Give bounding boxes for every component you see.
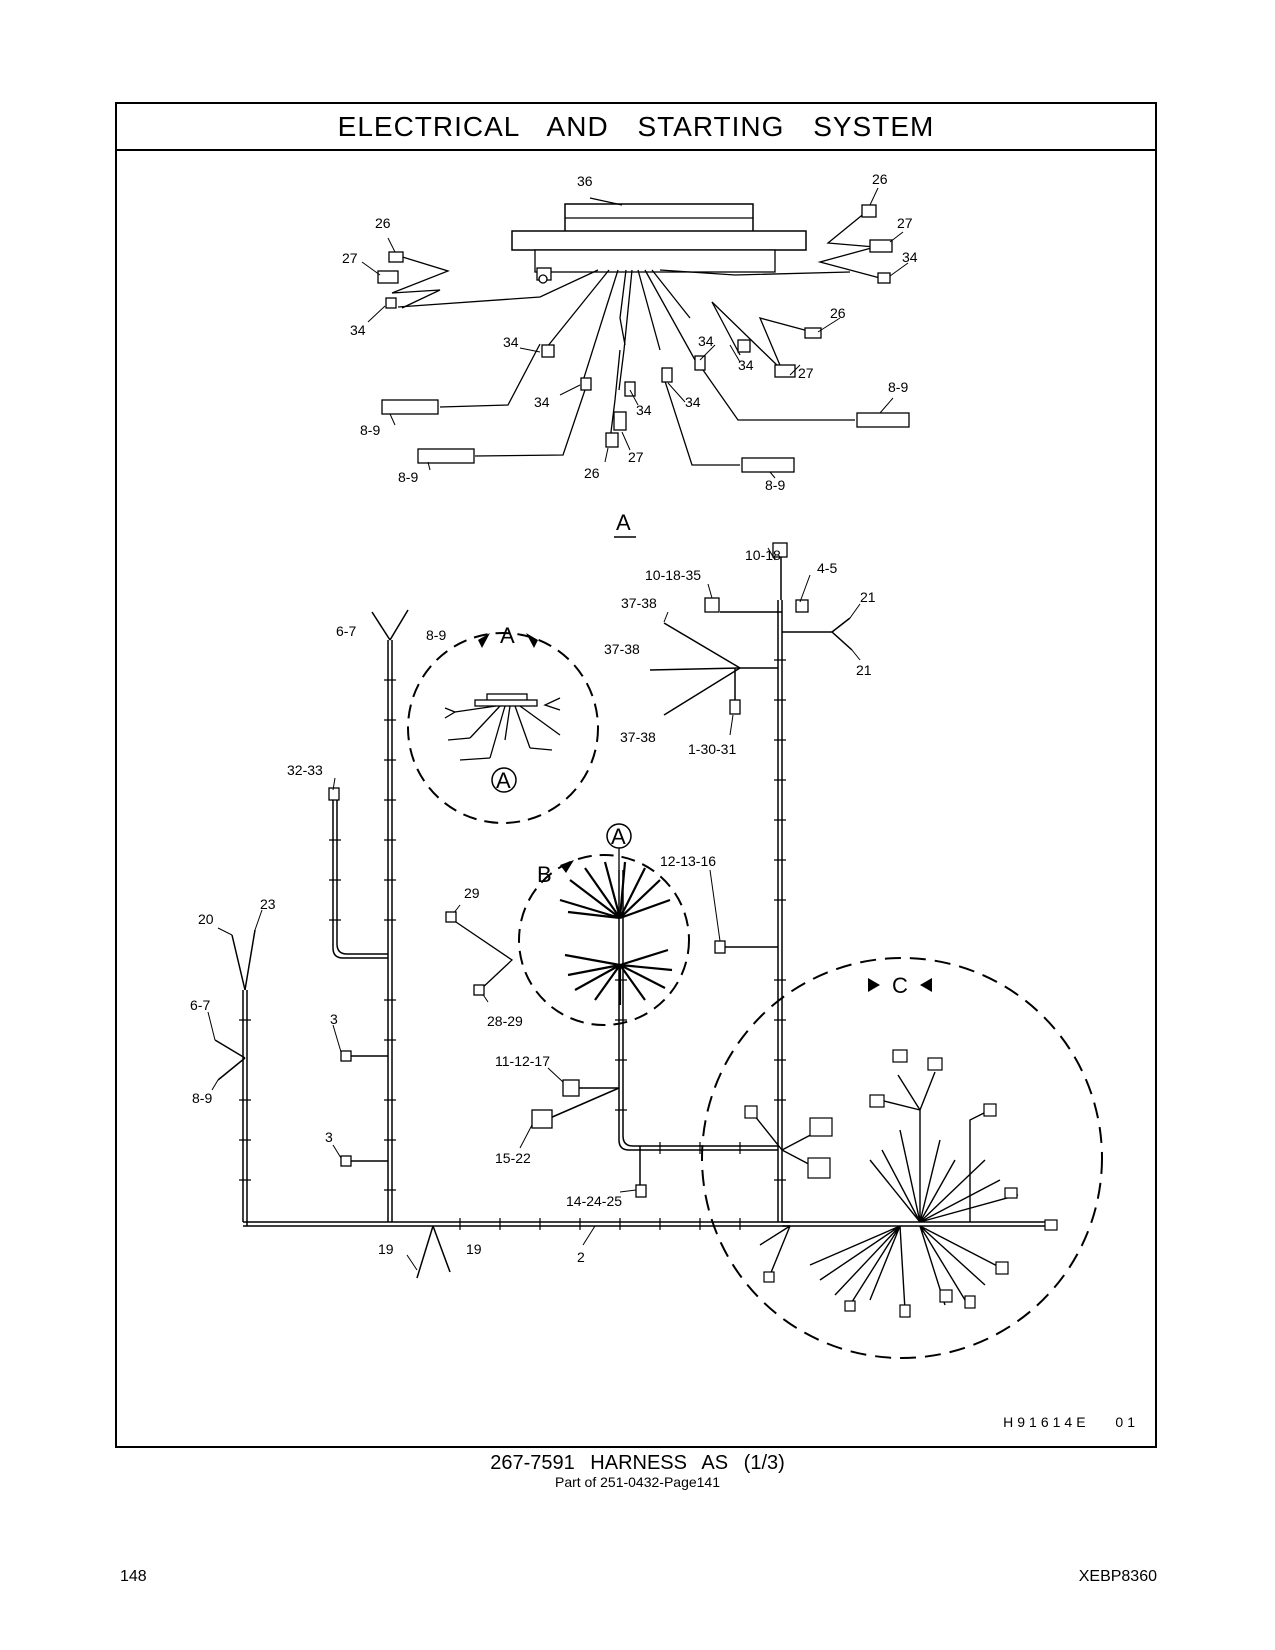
detail-c-circle: C (701, 957, 1103, 1359)
view-a-label: A (614, 510, 636, 538)
callout-28-29: 28-29 (487, 1013, 523, 1029)
callout-34-left: 34 (350, 322, 366, 338)
ecm-harness-wires (377, 204, 910, 473)
callout-10-18: 10-18 (745, 547, 781, 563)
callout-8-9-b: 8-9 (398, 469, 418, 485)
page-title: ELECTRICAL AND STARTING SYSTEM (337, 110, 935, 142)
callout-37-38-b: 37-38 (604, 641, 640, 657)
callout-15-22: 15-22 (495, 1150, 531, 1166)
caption-subtitle: Part of 251-0432-Page141 (554, 1474, 720, 1490)
callout-34-d: 34 (685, 394, 701, 410)
callout-27-right: 27 (897, 215, 913, 231)
callout-34-right: 34 (902, 249, 918, 265)
title-bar: ELECTRICAL AND STARTING SYSTEM (117, 104, 1155, 151)
callout-4-5: 4-5 (817, 560, 837, 576)
callout-8-9-c: 8-9 (765, 477, 785, 493)
callout-34-f: 34 (738, 357, 754, 373)
main-callouts: 10-18 10-18-35 4-5 21 21 37-38 37-38 37-… (190, 547, 876, 1265)
top-leaders (361, 187, 909, 479)
figure-caption: 267-7591 HARNESS AS (1/3) Part of 251-04… (0, 1452, 1275, 1490)
callout-2: 2 (577, 1249, 585, 1265)
detail-c-connectors (744, 1049, 1058, 1318)
callout-26-right: 26 (872, 171, 888, 187)
callout-34-c: 34 (636, 402, 652, 418)
page-number: 148 (120, 1568, 147, 1585)
detail-b-label: B (537, 862, 552, 887)
callout-8-9-b: 8-9 (192, 1090, 212, 1106)
callout-36: 36 (577, 173, 593, 189)
callout-6-7-b: 6-7 (190, 997, 210, 1013)
callout-34-b: 34 (534, 394, 550, 410)
top-callouts: 36 26 27 34 26 27 34 34 34 34 34 34 34 2… (342, 171, 918, 493)
detail-b-ref: A (611, 824, 626, 849)
callout-34-e: 34 (698, 333, 714, 349)
callout-37-38-c: 37-38 (620, 729, 656, 745)
callout-3-a: 3 (330, 1011, 338, 1027)
callout-27-mid-right: 27 (798, 365, 814, 381)
view-a-title: A (616, 510, 631, 535)
callout-27-mid: 27 (628, 449, 644, 465)
callout-20: 20 (198, 911, 214, 927)
lead-29 (445, 911, 514, 996)
callout-8-9-d: 8-9 (888, 379, 908, 395)
detail-a-circle: A A (407, 623, 599, 824)
callout-21-b: 21 (856, 662, 872, 678)
callout-19-b: 19 (466, 1241, 482, 1257)
callout-11-12-17: 11-12-17 (495, 1053, 550, 1069)
detail-c-label: C (892, 973, 908, 998)
detail-b-circle: A B (518, 823, 690, 1026)
drawing-id: H91614E 01 (1003, 1414, 1139, 1430)
callout-14-24-25: 14-24-25 (566, 1193, 622, 1209)
callout-10-18-35: 10-18-35 (645, 567, 701, 583)
callout-23: 23 (260, 896, 276, 912)
document-code: XEBP8360 (1078, 1568, 1157, 1585)
detail-a-label: A (500, 623, 515, 648)
callout-3-b: 3 (325, 1129, 333, 1145)
callout-8-9-a: 8-9 (426, 627, 446, 643)
callout-32-33: 32-33 (287, 762, 323, 778)
caption-title: 267-7591 HARNESS AS (1/3) (490, 1452, 785, 1474)
callout-26-mid: 26 (584, 465, 600, 481)
callout-27-left: 27 (342, 250, 358, 266)
callout-19-a: 19 (378, 1241, 394, 1257)
main-harness-trunk (214, 555, 853, 1279)
callout-26-left: 26 (375, 215, 391, 231)
callout-6-7-a: 6-7 (336, 623, 356, 639)
callout-1-30-31: 1-30-31 (688, 741, 736, 757)
main-leaders (207, 547, 861, 1271)
ecm-assembly (511, 197, 807, 284)
callout-8-9-a: 8-9 (360, 422, 380, 438)
callout-29: 29 (464, 885, 480, 901)
main-connectors (328, 542, 809, 1198)
callout-37-38-a: 37-38 (621, 595, 657, 611)
callout-34-a: 34 (503, 334, 519, 350)
drawing-frame: ELECTRICAL AND STARTING SYSTEM H91614E 0… (115, 102, 1157, 1448)
detail-a-ref: A (496, 768, 511, 793)
callout-21-a: 21 (860, 589, 876, 605)
detail-c-branches (749, 1071, 1050, 1311)
callout-26-mid-right: 26 (830, 305, 846, 321)
detail-b-starburst (559, 861, 673, 1005)
callout-12-13-16: 12-13-16 (660, 853, 716, 869)
